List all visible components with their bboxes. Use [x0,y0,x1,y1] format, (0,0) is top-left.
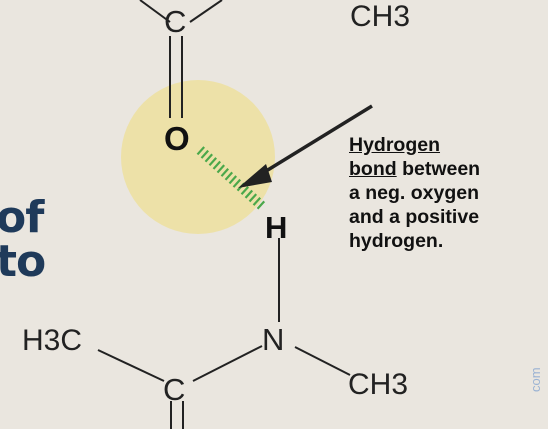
watermark: com [528,367,543,392]
callout-line-5: hydrogen. [349,230,444,252]
callout-word-between: between [396,158,481,180]
callout-word-hydrogen: Hydrogen [349,134,441,156]
methyl-left-label: H3C [22,324,82,357]
bond-top-left [139,0,171,23]
carbon-bottom-label: C [163,372,185,407]
arrow-shaft [257,104,373,178]
oxygen-label: O [164,120,190,157]
callout-line-2: bond between [349,157,548,181]
nitrogen-label: N [262,322,284,357]
bond-methyl-carbon [97,349,165,382]
slide-text-fragment-2: to [0,236,46,287]
carbon-top-label: C [164,4,186,39]
methyl-top-label: CH3 [350,0,410,33]
bond-nitrogen-methyl [294,346,351,376]
callout-line-4: and a positive [349,206,480,228]
hydrogen-bond-dashes [196,146,267,211]
bond-top-right [189,0,223,23]
slide-text-fragment-1: of [0,192,44,243]
hydrogen-bond-callout: Hydrogen bond between a neg. oxygen and … [349,133,548,253]
callout-line-1: Hydrogen [349,133,548,157]
bond-carbon-nitrogen [192,345,263,382]
hydrogen-label: H [265,210,287,245]
callout-word-bond: bond [349,158,397,180]
methyl-right-label: CH3 [348,368,408,401]
callout-line-3: a neg. oxygen [349,182,480,204]
arrow-head [238,164,272,188]
highlight-circle [121,80,275,234]
